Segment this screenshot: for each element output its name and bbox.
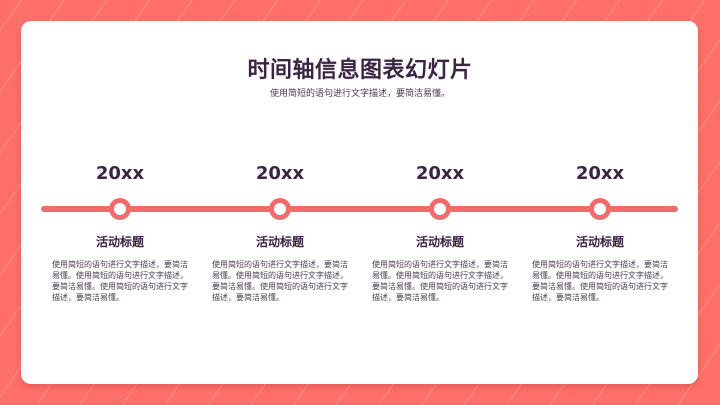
timeline-event-title-4: 活动标题: [575, 235, 624, 249]
timeline-year-1: 20xx: [95, 163, 145, 184]
timeline-event-description-4: 使用简短的语句进行文字描述，要简洁易懂。使用简短的语句进行文字描述，要简洁易懂。…: [532, 260, 668, 302]
timeline-year-4: 20xx: [575, 163, 625, 184]
timeline-event-description-1: 使用简短的语句进行文字描述，要简洁易懂。使用简短的语句进行文字描述，要简洁易懂。…: [52, 260, 188, 302]
timeline-node-icon: [269, 198, 291, 220]
timeline-year-3: 20xx: [415, 163, 465, 184]
slide-card: [21, 21, 698, 384]
timeline-event-description-3: 使用简短的语句进行文字描述，要简洁易懂。使用简短的语句进行文字描述，要简洁易懂。…: [372, 260, 508, 302]
timeline-node-icon: [429, 198, 451, 220]
timeline-event-title-3: 活动标题: [415, 235, 464, 249]
slide-subtitle: 使用简短的语句进行文字描述，要简洁易懂。: [269, 89, 450, 99]
timeline-event-title-1: 活动标题: [95, 235, 144, 249]
timeline-node-icon: [109, 198, 131, 220]
timeline-year-2: 20xx: [255, 163, 305, 184]
slide-title: 时间轴信息图表幻灯片: [247, 58, 473, 83]
timeline-node-icon: [589, 198, 611, 220]
timeline-event-title-2: 活动标题: [255, 235, 304, 249]
timeline-event-description-2: 使用简短的语句进行文字描述，要简洁易懂。使用简短的语句进行文字描述，要简洁易懂。…: [212, 260, 348, 302]
timeline-line: [41, 206, 678, 212]
